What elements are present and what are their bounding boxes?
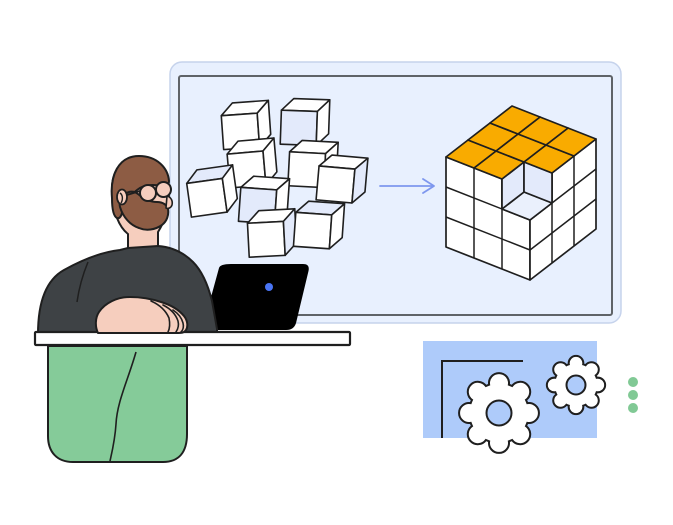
settings-window-inner-corner	[441, 360, 523, 438]
arrow-head	[422, 178, 435, 194]
glasses-temple	[126, 190, 141, 196]
laptop-logo-dot	[265, 283, 273, 291]
settings-panel	[423, 341, 607, 454]
cube-cavity	[501, 161, 553, 221]
cube-front-face	[246, 220, 286, 259]
pants-seam	[109, 351, 137, 462]
person-hand	[94, 296, 189, 334]
scattered-cube	[315, 154, 369, 204]
status-dot	[628, 403, 638, 413]
status-dot	[628, 377, 638, 387]
whiteboard-inner-border	[178, 75, 613, 316]
gear-hole	[565, 374, 587, 396]
glasses-right-lens	[155, 181, 172, 198]
status-dots	[628, 377, 638, 413]
scattered-cube	[185, 164, 239, 218]
assembled-cube	[445, 105, 597, 281]
gear-hole	[485, 399, 513, 427]
sweater-seam	[76, 261, 89, 303]
person-head	[110, 155, 174, 256]
cube-front-face	[185, 177, 228, 218]
scattered-cube	[292, 200, 346, 250]
pants	[47, 345, 188, 463]
laptop-lid	[202, 264, 309, 330]
nose	[165, 195, 174, 210]
glasses-icon	[126, 181, 172, 202]
person-pants	[47, 345, 188, 463]
desk	[33, 330, 352, 347]
cube-top-cells	[445, 105, 597, 180]
glasses-left-lens	[139, 184, 157, 202]
cube-side-face	[315, 99, 331, 147]
cube-side-face	[262, 137, 278, 186]
cube-side-face	[221, 164, 239, 213]
ear-inner-line	[119, 192, 124, 204]
gear-icon-large	[458, 372, 540, 454]
status-dot	[628, 390, 638, 400]
cube-front-face	[292, 211, 333, 250]
finger-lines	[150, 300, 185, 333]
gear-icon-small	[545, 354, 607, 416]
scattered-cube	[246, 207, 298, 259]
cube-side-face	[328, 202, 346, 250]
transform-arrow-icon	[379, 178, 435, 194]
scattered-cube	[279, 97, 331, 147]
cube-side-face	[256, 99, 272, 148]
cube-front-face	[315, 165, 356, 204]
top-cell	[489, 105, 541, 135]
scattered-cubes	[185, 97, 369, 259]
laptop	[202, 264, 309, 330]
cube-side-face	[351, 157, 369, 204]
